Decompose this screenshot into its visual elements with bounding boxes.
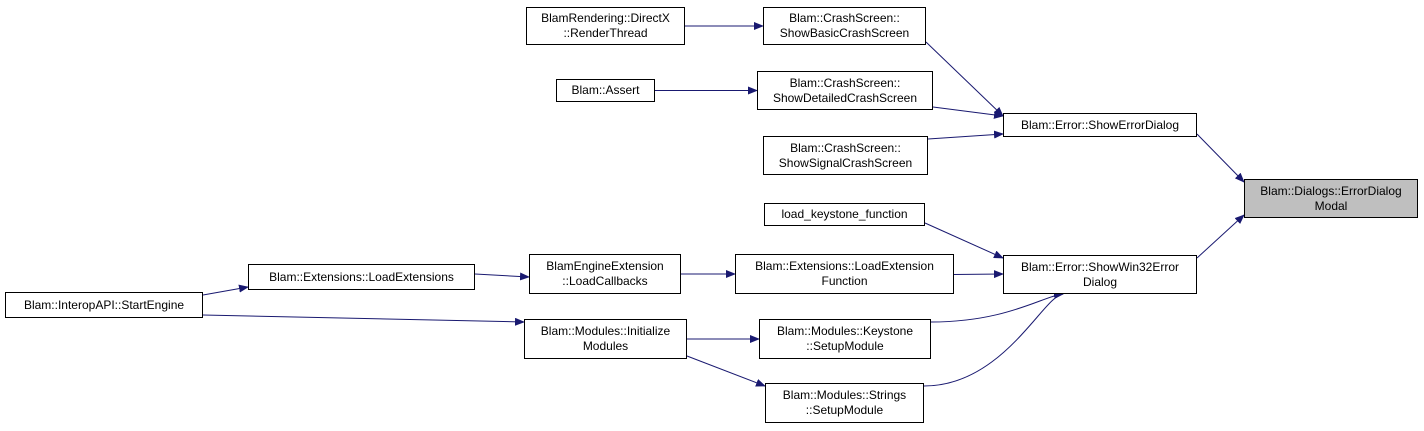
node-load-extensions[interactable]: Blam::Extensions::LoadExtensions bbox=[248, 264, 475, 290]
node-label-line1: Blam::Error::ShowErrorDialog bbox=[1020, 117, 1180, 132]
call-edge-show-signal-crash-to-show-error-dialog bbox=[927, 130, 1004, 140]
call-edge-strings-setup-to-show-win32-error bbox=[923, 290, 1064, 387]
node-label-line1: Blam::InteropAPI::StartEngine bbox=[23, 297, 185, 312]
node-label-line2: ShowDetailedCrashScreen bbox=[772, 90, 918, 105]
call-edge-show-win32-error-to-error-dialog-modal bbox=[1196, 214, 1245, 259]
node-label-line1: Blam::Extensions::LoadExtensions bbox=[269, 269, 454, 284]
call-edge-start-engine-to-initialize-modules bbox=[202, 314, 525, 326]
node-label-line2: Modal bbox=[1314, 198, 1348, 213]
call-edge-start-engine-to-load-extensions bbox=[202, 284, 249, 296]
node-label-line2: ::SetupModule bbox=[806, 339, 884, 353]
call-edge-show-detailed-crash-to-show-error-dialog bbox=[932, 106, 1004, 119]
node-load-callbacks[interactable]: BlamEngineExtension ::LoadCallbacks bbox=[529, 254, 681, 294]
node-label-line1: Blam::Modules::Strings bbox=[782, 388, 907, 402]
node-load-keystone-function[interactable]: load_keystone_function bbox=[764, 203, 925, 226]
call-edge-show-basic-crash-to-show-error-dialog bbox=[925, 41, 1004, 117]
node-label-line2: Function bbox=[821, 274, 868, 288]
node-render-thread[interactable]: BlamRendering::DirectX ::RenderThread bbox=[526, 7, 685, 45]
node-show-detailed-crash-screen[interactable]: Blam::CrashScreen:: ShowDetailedCrashScr… bbox=[757, 71, 933, 110]
call-edge-show-error-dialog-to-error-dialog-modal bbox=[1196, 133, 1245, 183]
node-strings-setup-module[interactable]: Blam::Modules::Strings ::SetupModule bbox=[765, 383, 924, 423]
node-load-extension-function[interactable]: Blam::Extensions::LoadExtension Function bbox=[735, 254, 954, 294]
node-show-error-dialog[interactable]: Blam::Error::ShowErrorDialog bbox=[1003, 113, 1197, 137]
node-initialize-modules[interactable]: Blam::Modules::Initialize Modules bbox=[524, 319, 687, 359]
node-label-line2: ::SetupModule bbox=[805, 403, 884, 417]
node-label-line2: ::LoadCallbacks bbox=[562, 274, 648, 288]
call-edge-load-extension-function-to-show-win32-error bbox=[953, 270, 1004, 279]
node-label-line1: Blam::Extensions::LoadExtension bbox=[755, 259, 934, 273]
node-label-line1: BlamEngineExtension bbox=[546, 259, 664, 273]
node-label-line2: Dialog bbox=[1082, 274, 1118, 289]
node-assert[interactable]: Blam::Assert bbox=[556, 79, 655, 102]
call-edge-load-extensions-to-load-callbacks bbox=[474, 272, 530, 281]
node-label-line1: Blam::CrashScreen:: bbox=[790, 140, 901, 155]
node-label-line2: ::RenderThread bbox=[563, 26, 648, 40]
node-show-signal-crash-screen[interactable]: Blam::CrashScreen:: ShowSignalCrashScree… bbox=[763, 136, 928, 175]
node-label-line1: Blam::Error::ShowWin32Error bbox=[1020, 259, 1180, 274]
node-label-line2: ShowBasicCrashScreen bbox=[779, 26, 910, 40]
node-label-line1: BlamRendering::DirectX bbox=[541, 11, 670, 25]
node-label-line1: Blam::Modules::Keystone bbox=[776, 324, 914, 338]
node-label-line2: ShowSignalCrashScreen bbox=[778, 155, 913, 170]
node-label-line2: Modules bbox=[582, 339, 629, 353]
node-show-basic-crash-screen[interactable]: Blam::CrashScreen:: ShowBasicCrashScreen bbox=[763, 7, 926, 45]
node-keystone-setup-module[interactable]: Blam::Modules::Keystone ::SetupModule bbox=[759, 319, 931, 359]
node-label-line1: Blam::CrashScreen:: bbox=[789, 75, 901, 90]
node-label-line1: Blam::Modules::Initialize bbox=[540, 324, 671, 338]
node-error-dialog-modal[interactable]: Blam::Dialogs::ErrorDialog Modal bbox=[1244, 179, 1418, 218]
node-label-line1: Blam::CrashScreen:: bbox=[789, 11, 900, 25]
call-edge-initialize-modules-to-strings-setup bbox=[686, 355, 766, 387]
node-show-win32-error-dialog[interactable]: Blam::Error::ShowWin32Error Dialog bbox=[1003, 255, 1197, 294]
node-start-engine[interactable]: Blam::InteropAPI::StartEngine bbox=[5, 292, 203, 318]
node-label-line1: Blam::Dialogs::ErrorDialog bbox=[1260, 183, 1402, 198]
node-label-line1: load_keystone_function bbox=[781, 207, 908, 221]
call-edge-load-keystone-to-show-win32-error bbox=[924, 222, 1004, 259]
call-edge-keystone-setup-to-show-win32-error bbox=[930, 290, 1064, 323]
node-label-line1: Blam::Assert bbox=[571, 83, 640, 97]
